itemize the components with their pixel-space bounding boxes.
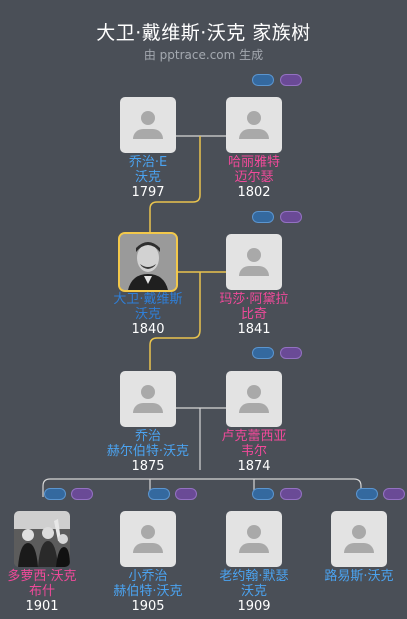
person-name: 多萝西·沃克布什 [7,569,77,599]
descent-line-gen1 [149,136,201,234]
page-title: 大卫·戴维斯·沃克 家族树 [96,22,311,44]
expand-mother-toggle[interactable] [71,488,93,500]
avatar-placeholder-icon [331,511,387,567]
person-name: 路易斯·沃克 [324,569,394,584]
person-name: 哈丽雅特迈尔瑟 [227,155,280,185]
person-george-jr[interactable]: 小乔治赫伯特·沃克 1905 [96,511,200,615]
expand-mother-toggle[interactable] [280,74,302,86]
person-name: 乔治赫尔伯特·沃克 [106,429,190,459]
expand-mother-toggle[interactable] [280,347,302,359]
group-photo-icon [14,511,70,567]
person-john[interactable]: 老约翰·默瑟沃克 1909 [202,511,306,615]
birth-year: 1875 [131,459,165,474]
birth-year: 1802 [237,185,271,200]
person-name: 玛莎·阿黛拉比奇 [219,292,289,322]
person-name: 卢克蕾西亚韦尔 [221,429,287,459]
birth-year: 1905 [131,599,165,614]
person-name: 小乔治赫伯特·沃克 [113,569,183,599]
children-line-gen3 [42,408,362,497]
descent-line-gen2 [149,272,201,370]
expand-mother-toggle[interactable] [280,488,302,500]
expand-mother-toggle[interactable] [175,488,197,500]
person-david[interactable]: 大卫·戴维斯沃克 1840 [96,234,200,338]
expand-mother-toggle[interactable] [383,488,405,500]
avatar-placeholder-icon [226,234,282,290]
avatar-placeholder-icon [120,371,176,427]
expand-father-toggle[interactable] [252,488,274,500]
expand-father-toggle[interactable] [252,74,274,86]
person-lucretia[interactable]: 卢克蕾西亚韦尔 1874 [202,371,306,475]
person-dorothy[interactable]: 多萝西·沃克布什 1901 [0,511,94,615]
avatar-placeholder-icon [226,97,282,153]
page-subtitle: 由 pptrace.com 生成 [143,48,264,62]
expand-father-toggle[interactable] [356,488,378,500]
portrait-icon [120,234,176,290]
avatar-placeholder-icon [226,371,282,427]
birth-year: 1840 [131,322,165,337]
person-name: 大卫·戴维斯沃克 [113,292,183,322]
person-martha[interactable]: 玛莎·阿黛拉比奇 1841 [202,234,306,338]
person-george-h[interactable]: 乔治赫尔伯特·沃克 1875 [96,371,200,475]
avatar-placeholder-icon [226,511,282,567]
birth-year: 1909 [237,599,271,614]
expand-mother-toggle[interactable] [280,211,302,223]
birth-year: 1841 [237,322,271,337]
avatar-placeholder-icon [120,511,176,567]
birth-year: 1797 [131,185,165,200]
person-harriet[interactable]: 哈丽雅特迈尔瑟 1802 [202,97,306,201]
expand-father-toggle[interactable] [44,488,66,500]
avatar-placeholder-icon [120,97,176,153]
birth-year: 1874 [237,459,271,474]
person-louis[interactable]: 路易斯·沃克 [307,511,407,584]
expand-father-toggle[interactable] [148,488,170,500]
birth-year: 1901 [25,599,59,614]
expand-father-toggle[interactable] [252,211,274,223]
person-name: 老约翰·默瑟沃克 [219,569,289,599]
expand-father-toggle[interactable] [252,347,274,359]
